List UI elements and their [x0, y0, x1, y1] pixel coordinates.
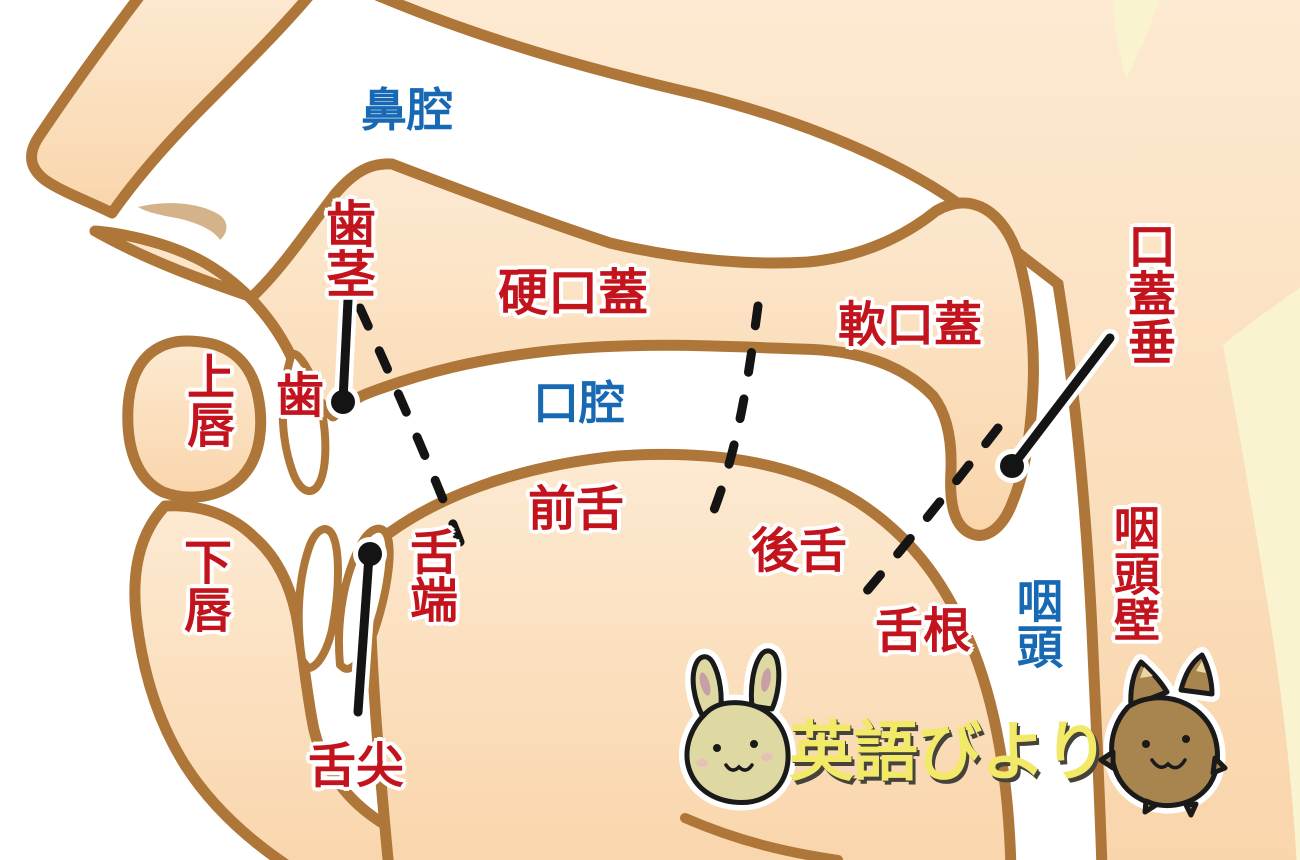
- mouth-floor-crease: [680, 813, 843, 860]
- label-soft-palate: 軟口蓋: [838, 297, 983, 353]
- pointer-alveolar-ridge: [338, 295, 353, 405]
- hair-strand-top: [1112, 0, 1160, 80]
- lower-tooth-shape-1: [294, 525, 342, 672]
- label-alveolar-ridge: 歯茎: [318, 198, 376, 298]
- divider-back-root: [861, 423, 1003, 597]
- label-upper-lip: 上唇: [177, 352, 234, 448]
- upper-lip-shape: [122, 335, 267, 503]
- label-tongue-blade: 舌端: [400, 527, 457, 623]
- label-oral-cavity: 口腔: [533, 376, 625, 430]
- label-tongue-tip: 舌尖: [308, 738, 405, 794]
- label-uvula: 口蓋垂: [1118, 221, 1175, 365]
- site-logo-text: 英語びより: [789, 715, 1109, 790]
- label-teeth: 歯: [276, 368, 325, 424]
- dot-tongue-tip: [358, 542, 382, 566]
- tongue-shape: [363, 448, 1017, 860]
- label-hard-palate: 硬口蓋: [498, 264, 648, 322]
- label-front-tongue: 前舌: [528, 481, 625, 537]
- dog-mascot-icon: [1098, 647, 1228, 818]
- region-divider-dashes: [355, 301, 1003, 597]
- label-lower-lip: 下唇: [174, 537, 231, 633]
- label-pharyngeal-wall: 咽頭壁: [1106, 504, 1161, 642]
- dot-alveolar-ridge: [331, 390, 355, 414]
- pointer-tongue-tip: [353, 551, 374, 717]
- pointer-uvula: [1009, 333, 1115, 469]
- head-back-shape: [388, 0, 1300, 860]
- label-nasal-cavity: 鼻腔: [361, 83, 453, 137]
- rabbit-mascot-icon: [679, 642, 797, 811]
- nose-outline-shape: [26, 0, 313, 219]
- label-pharynx: 咽頭: [1009, 577, 1064, 669]
- divider-front-back: [701, 301, 763, 535]
- nostril-shape: [138, 203, 227, 240]
- label-tongue-root: 舌根: [875, 603, 972, 659]
- dot-uvula: [1000, 454, 1024, 478]
- pointer-lines: [326, 291, 1119, 721]
- label-back-tongue: 後舌: [751, 523, 848, 579]
- hair-band-right: [1223, 287, 1300, 860]
- upper-tooth-shape: [278, 349, 330, 496]
